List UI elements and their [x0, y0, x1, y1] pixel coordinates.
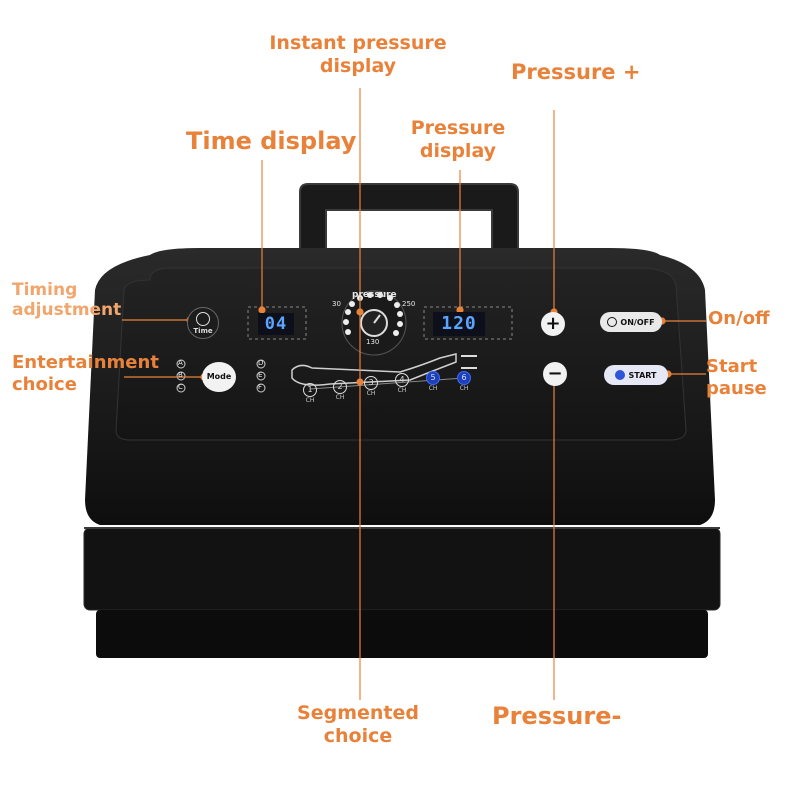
label-pressure-display: Pressure display: [410, 117, 506, 162]
time-display-frame: [247, 306, 307, 340]
mode-letter-b: B: [178, 371, 183, 379]
label-start-pause: Start pause: [706, 356, 767, 399]
label-entertainment-choice: Entertainment choice: [12, 352, 159, 395]
channel-indicator-5[interactable]: 5 CH: [426, 371, 440, 392]
control-panel-surface: [115, 267, 687, 441]
channel-number: 6: [457, 371, 471, 385]
channel-label: CH: [366, 390, 376, 397]
mode-letter-e: E: [258, 371, 263, 379]
label-time-display: Time display: [186, 127, 357, 155]
mode-letter-f: F: [258, 383, 263, 391]
gauge-max-label: 250: [402, 300, 416, 308]
channel-label: CH: [459, 385, 469, 392]
time-button[interactable]: Time: [187, 307, 219, 339]
base-foot: [96, 610, 708, 658]
label-pressure-plus: Pressure +: [511, 60, 641, 84]
channel-number: 5: [426, 371, 440, 385]
carry-handle: [299, 183, 519, 251]
start-pause-button[interactable]: START: [604, 365, 668, 385]
gauge-bottom-label: 130: [366, 338, 380, 346]
gauge-title: pressure: [352, 290, 397, 300]
power-icon: [607, 317, 618, 327]
channel-number: 3: [364, 376, 378, 390]
minus-icon: −: [547, 363, 563, 384]
mode-indicator-circles: [176, 359, 266, 393]
label-on-off: On/off: [708, 308, 770, 329]
mode-button-label: Mode: [206, 372, 232, 381]
channel-indicator-3[interactable]: 3 CH: [364, 376, 378, 397]
time-lcd: 04: [258, 313, 294, 335]
start-button-label: START: [628, 370, 657, 380]
channel-indicator-1[interactable]: 1 CH: [303, 383, 317, 404]
pressure-lcd: 120: [433, 312, 485, 336]
on-off-button[interactable]: ON/OFF: [600, 312, 662, 332]
label-pressure-minus: Pressure-: [492, 702, 622, 730]
channel-indicator-4[interactable]: 4 CH: [395, 373, 409, 394]
pressure-plus-button[interactable]: +: [541, 312, 565, 336]
pressure-display-frame: [423, 306, 513, 340]
segment-icon: [461, 355, 477, 369]
play-pause-icon: [615, 370, 626, 380]
channel-number: 2: [333, 380, 347, 394]
channel-indicator-2[interactable]: 2 CH: [333, 380, 347, 401]
clock-icon: [196, 312, 210, 326]
label-segmented-choice: Segmented choice: [297, 702, 419, 747]
mode-letter-a: A: [178, 359, 183, 367]
pressure-gauge: [341, 290, 407, 356]
channel-label: CH: [428, 385, 438, 392]
lower-base: [83, 527, 721, 611]
channel-indicator-6[interactable]: 6 CH: [457, 371, 471, 392]
channel-label: CH: [335, 394, 345, 401]
gauge-min-label: 30: [332, 300, 341, 308]
channel-number: 1: [303, 383, 317, 397]
time-button-label: Time: [193, 327, 213, 335]
mode-letter-c: C: [178, 383, 183, 391]
on-off-button-label: ON/OFF: [620, 317, 655, 327]
plus-icon: +: [545, 313, 561, 334]
channel-label: CH: [397, 387, 407, 394]
pressure-minus-button[interactable]: −: [543, 362, 567, 386]
mode-button[interactable]: Mode: [202, 362, 236, 392]
mode-letter-d: D: [258, 359, 264, 367]
channel-label: CH: [305, 397, 315, 404]
channel-number: 4: [395, 373, 409, 387]
label-timing-adjustment: Timing adjustment: [12, 280, 122, 321]
label-instant-pressure-display: Instant pressure display: [269, 32, 447, 77]
